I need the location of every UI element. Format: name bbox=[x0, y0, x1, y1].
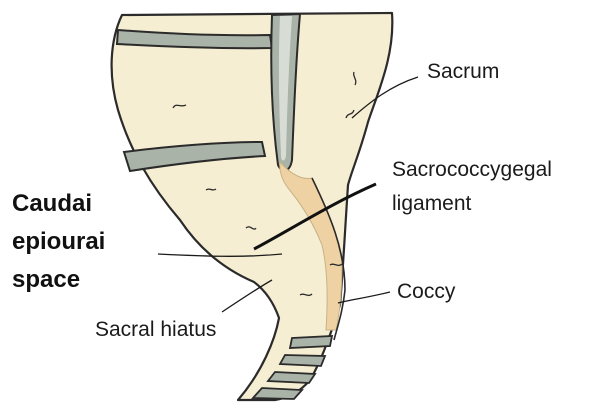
label-coccyx: Coccy bbox=[397, 280, 455, 304]
coccyx-segment-2 bbox=[280, 355, 325, 366]
coccyx-segment-3 bbox=[268, 372, 315, 383]
coccyx-leader bbox=[338, 292, 390, 303]
label-caudal-line2: epiourai bbox=[12, 227, 105, 256]
label-caudal-line1: Caudai bbox=[12, 189, 92, 218]
label-sacral-hiatus: Sacral hiatus bbox=[95, 318, 216, 342]
label-caudal-line3: space bbox=[12, 265, 80, 294]
label-ligament-line1: Sacrococcygegal bbox=[392, 158, 552, 182]
label-ligament-line2: ligament bbox=[392, 192, 471, 216]
sacral-hiatus-leader bbox=[222, 280, 272, 312]
coccyx-segment-1 bbox=[290, 336, 332, 348]
coccyx-segment-4 bbox=[253, 388, 302, 399]
label-sacrum: Sacrum bbox=[427, 60, 499, 84]
